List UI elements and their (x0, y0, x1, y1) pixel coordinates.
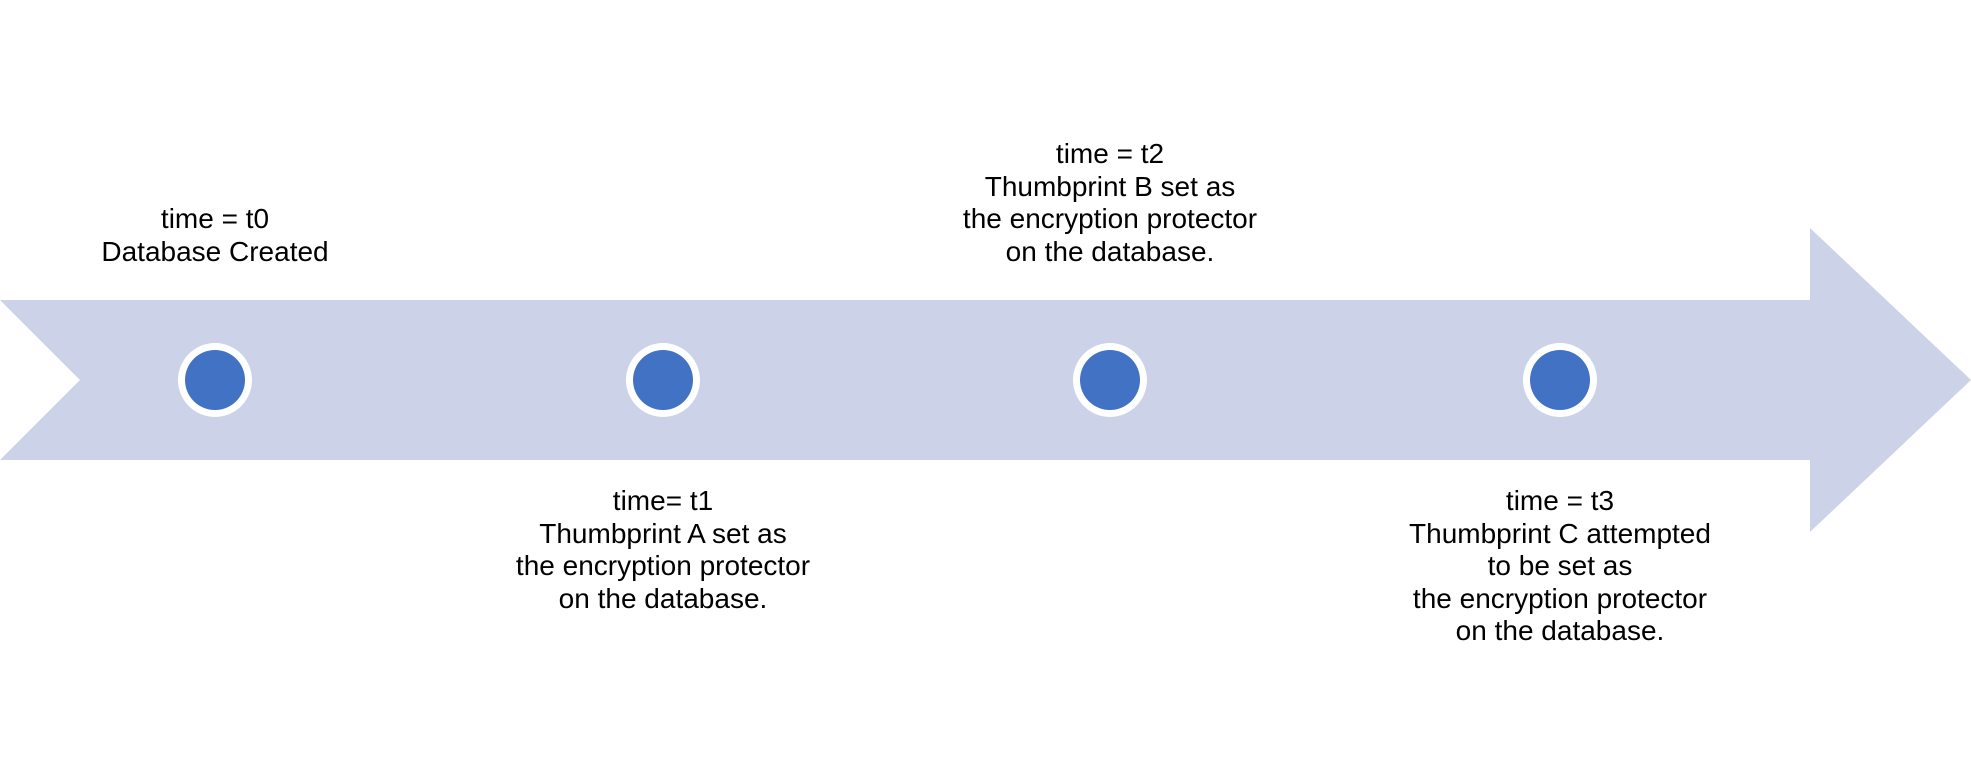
milestone-marker-t3[interactable] (1523, 343, 1597, 417)
milestone-dot (1080, 350, 1140, 410)
milestone-marker-t1[interactable] (626, 343, 700, 417)
milestone-marker-t0[interactable] (178, 343, 252, 417)
event-callout-t0: time = t0 Database Created (101, 203, 328, 268)
event-label-line: on the database. (1005, 235, 1215, 267)
timeline-arrow-shape (0, 228, 1971, 532)
event-label-line: time = t0 (160, 203, 270, 234)
event-label-line: Thumbprint C attempted (1409, 517, 1711, 549)
event-label-line: to be set as (1487, 550, 1633, 581)
event-label-line: the encryption protector (962, 203, 1258, 234)
event-callout-t1: time= t1 Thumbprint A set as the encrypt… (516, 485, 810, 615)
event-label-line: on the database. (558, 582, 768, 614)
event-label-line: time = t3 (1505, 485, 1615, 516)
event-label-line: time= t1 (612, 485, 714, 516)
milestone-dot (185, 350, 245, 410)
event-callout-t2: time = t2 Thumbprint B set as the encryp… (963, 138, 1257, 268)
event-label-line: on the database. (1455, 615, 1665, 646)
event-label-line: the encryption protector (1412, 582, 1708, 614)
event-label-line: Thumbprint B set as (984, 170, 1236, 202)
milestone-marker-t2[interactable] (1073, 343, 1147, 417)
event-label-line: time = t2 (1055, 138, 1165, 169)
event-label-line: the encryption protector (515, 550, 811, 581)
milestone-dot (1530, 350, 1590, 410)
event-label-line: Database Created (101, 235, 329, 267)
event-callout-t3: time = t3 Thumbprint C attempted to be s… (1409, 485, 1711, 648)
event-label-line: Thumbprint A set as (539, 517, 787, 549)
milestone-dot (633, 350, 693, 410)
